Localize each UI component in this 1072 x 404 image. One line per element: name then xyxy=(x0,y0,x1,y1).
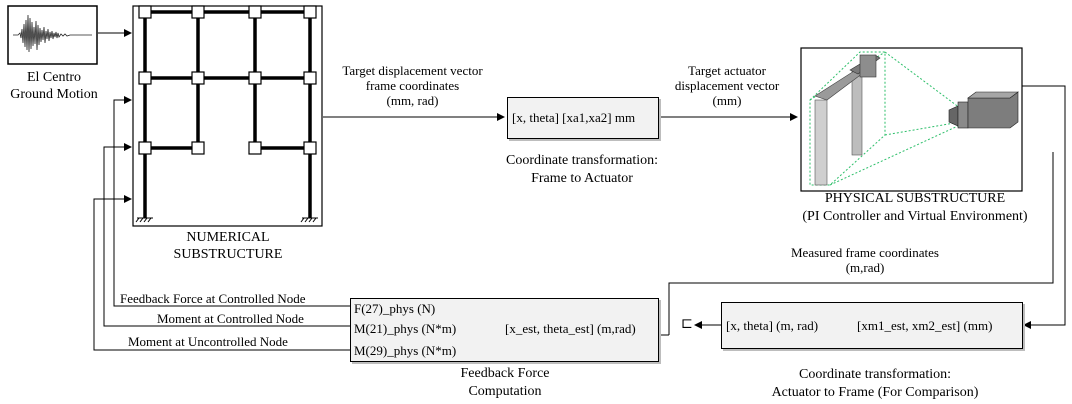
coord-actuator-to-frame-block[interactable]: [x, theta] (m, rad) [xm1_est, xm2_est] (… xyxy=(721,302,1023,349)
frame-to-actuator-caption: Coordinate transformation: Frame to Actu… xyxy=(480,152,684,188)
feedback-force-line xyxy=(113,96,350,307)
feedback-output-estimate: [x_est, theta_est] (m,rad) xyxy=(505,321,636,336)
physical-substructure-label: PHYSICAL SUBSTRUCTURE (PI Controller and… xyxy=(770,190,1060,226)
actuator-to-frame-caption-line2: Actuator to Frame (For Comparison) xyxy=(771,385,979,400)
numerical-substructure-block xyxy=(132,5,323,227)
actuator-to-frame-right-text: [xm1_est, xm2_est] (mm) xyxy=(857,318,993,333)
measured-frame-line1: Measured frame coordinates xyxy=(791,245,939,260)
moment-controlled-label: Moment at Controlled Node xyxy=(157,311,304,326)
numerical-label-line2: SUBSTRUCTURE xyxy=(173,247,283,262)
actuator-to-frame-caption-line1: Coordinate transformation: xyxy=(798,367,952,382)
measured-frame-line xyxy=(668,152,1054,335)
measured-frame-label: Measured frame coordinates (m,rad) xyxy=(760,245,970,275)
moment-uncontrolled-label: Moment at Uncontrolled Node xyxy=(128,334,288,349)
moment-controlled-line xyxy=(103,143,350,327)
fixed-support-icon xyxy=(135,217,318,223)
target-displacement-label: Target displacement vector frame coordin… xyxy=(325,63,500,108)
target-actuator-line3: (mm) xyxy=(712,93,742,108)
physical-to-comparison-line xyxy=(1022,85,1066,329)
terminator-icon: ⊏ xyxy=(681,317,693,332)
feedback-input-moment-controlled: M(21)_phys (N*m) xyxy=(354,321,457,336)
ground-motion-block xyxy=(7,5,98,65)
physical-label-line2: (PI Controller and Virtual Environment) xyxy=(802,209,1028,224)
feedback-force-label: Feedback Force at Controlled Node xyxy=(120,291,306,306)
target-actuator-line1: Target actuator xyxy=(688,63,766,78)
feedback-force-caption: Feedback Force Computation xyxy=(430,365,580,401)
coord-frame-to-actuator-block[interactable]: [x, theta] [xa1,xa2] mm xyxy=(507,97,659,139)
feedback-caption-line1: Feedback Force xyxy=(460,366,550,381)
target-displacement-line2: frame coordinates xyxy=(365,78,460,93)
ground-motion-label-line1: El Centro xyxy=(26,70,82,85)
feedback-input-moment-uncontrolled: M(29)_phys (N*m) xyxy=(354,343,457,358)
physical-substructure-block xyxy=(800,47,1023,192)
target-actuator-label: Target actuator displacement vector (mm) xyxy=(662,63,792,108)
feedback-force-block[interactable]: F(27)_phys (N) M(21)_phys (N*m) M(29)_ph… xyxy=(350,298,659,362)
ground-motion-waveform xyxy=(13,14,92,53)
ground-motion-label: El Centro Ground Motion xyxy=(0,69,108,103)
moment-uncontrolled-line xyxy=(93,195,350,351)
target-displacement-line1: Target displacement vector xyxy=(342,63,483,78)
feedback-caption-line2: Computation xyxy=(468,384,542,399)
physical-label-line1: PHYSICAL SUBSTRUCTURE xyxy=(824,191,1006,206)
actuator-to-frame-left-text: [x, theta] (m, rad) xyxy=(726,318,819,333)
target-displacement-line3: (mm, rad) xyxy=(386,93,439,108)
measured-frame-line2: (m,rad) xyxy=(845,260,885,275)
numerical-substructure-label: NUMERICAL SUBSTRUCTURE xyxy=(153,229,303,263)
actuator-to-frame-caption: Coordinate transformation: Actuator to F… xyxy=(730,366,1020,402)
numerical-label-line1: NUMERICAL xyxy=(186,230,270,245)
frame-to-actuator-block-text: [x, theta] [xa1,xa2] mm xyxy=(512,110,636,125)
frame-to-actuator-caption-line2: Frame to Actuator xyxy=(531,171,633,186)
ground-motion-label-line2: Ground Motion xyxy=(10,87,98,102)
feedback-input-force: F(27)_phys (N) xyxy=(354,301,436,316)
target-actuator-line2: displacement vector xyxy=(674,78,780,93)
frame-to-actuator-caption-line1: Coordinate transformation: xyxy=(505,153,659,168)
